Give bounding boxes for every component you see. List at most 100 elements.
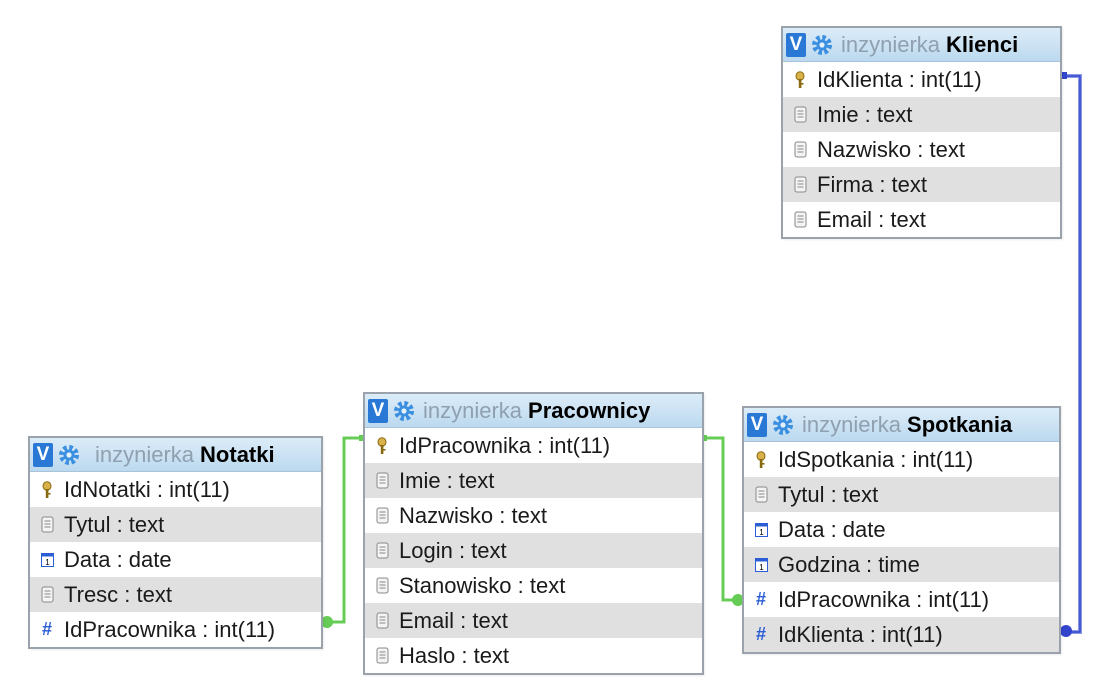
column-row[interactable]: Imie : text	[783, 97, 1060, 132]
table-spotkania[interactable]: V inzynierka Spotkania IdSpotkania : int…	[742, 406, 1061, 654]
text-column-icon	[375, 507, 389, 525]
primary-key-icon	[754, 450, 768, 469]
column-label: Imie : text	[817, 101, 913, 127]
date-column-icon: 1	[754, 556, 768, 574]
text-column-icon	[375, 472, 389, 490]
column-row[interactable]: 1 Data : date	[30, 542, 321, 577]
column-row[interactable]: Firma : text	[783, 167, 1060, 202]
table-klienci[interactable]: V inzynierka Klienci IdKlienta : int(11)…	[781, 26, 1062, 239]
primary-key-icon	[375, 436, 389, 455]
toggle-button[interactable]: V	[368, 398, 388, 423]
svg-text:1: 1	[759, 563, 764, 572]
text-column-icon	[40, 516, 54, 534]
column-label: Nazwisko : text	[817, 136, 965, 162]
column-row[interactable]: # IdPracownika : int(11)	[30, 612, 321, 647]
relation-endpoint-spotkania-klient	[1060, 625, 1072, 637]
gear-icon[interactable]	[57, 442, 83, 468]
date-column-icon: 1	[40, 551, 54, 569]
database-name: inzynierka	[802, 411, 902, 437]
numeric-column-icon: #	[41, 619, 52, 639]
column-label: Godzina : time	[778, 551, 920, 577]
column-label: IdPracownika : int(11)	[399, 432, 611, 458]
column-row[interactable]: Tresc : text	[30, 577, 321, 612]
column-row[interactable]: Tytul : text	[30, 507, 321, 542]
column-row[interactable]: 1 Data : date	[744, 512, 1059, 547]
toggle-button[interactable]: V	[747, 412, 767, 437]
column-label: IdPracownika : int(11)	[778, 586, 990, 612]
text-column-icon	[375, 612, 389, 630]
column-label: IdNotatki : int(11)	[64, 476, 230, 502]
column-label: Firma : text	[817, 171, 928, 197]
column-row[interactable]: Tytul : text	[744, 477, 1059, 512]
relation-endpoint-spotkania-pracownik	[732, 594, 744, 606]
table-header[interactable]: V inzynierka Pracownicy	[365, 394, 702, 428]
column-label: IdKlienta : int(11)	[817, 66, 982, 92]
table-name[interactable]: Notatki	[200, 441, 275, 467]
column-row[interactable]: IdNotatki : int(11)	[30, 472, 321, 507]
column-row[interactable]: Nazwisko : text	[365, 498, 702, 533]
svg-text:1: 1	[45, 558, 50, 567]
table-notatki[interactable]: V inzynierka Notatki IdNotatki : int(11)…	[28, 436, 323, 649]
column-row[interactable]: Email : text	[783, 202, 1060, 237]
gear-icon[interactable]	[771, 412, 797, 438]
column-label: Imie : text	[399, 467, 495, 493]
text-column-icon	[793, 211, 807, 229]
column-row[interactable]: 1 Godzina : time	[744, 547, 1059, 582]
numeric-column-icon: #	[755, 589, 766, 609]
table-pracownicy[interactable]: V inzynierka Pracownicy IdPracownika : i…	[363, 392, 704, 675]
table-header[interactable]: V inzynierka Spotkania	[744, 408, 1059, 442]
text-column-icon	[793, 176, 807, 194]
column-label: Tytul : text	[64, 511, 165, 537]
relation-notatki-pracownicy	[323, 436, 363, 624]
column-row[interactable]: Haslo : text	[365, 638, 702, 673]
relation-endpoint-pracownicy-right	[702, 435, 707, 441]
relation-endpoint-klienci	[1061, 72, 1067, 79]
column-label: Email : text	[817, 206, 926, 232]
column-row[interactable]: # IdPracownika : int(11)	[744, 582, 1059, 617]
column-row[interactable]: Email : text	[365, 603, 702, 638]
column-row[interactable]: Stanowisko : text	[365, 568, 702, 603]
column-label: Email : text	[399, 607, 508, 633]
date-column-icon: 1	[754, 521, 768, 539]
text-column-icon	[375, 542, 389, 560]
column-row[interactable]: IdKlienta : int(11)	[783, 62, 1060, 97]
column-label: Data : date	[778, 516, 886, 542]
column-label: Data : date	[64, 546, 172, 572]
toggle-button[interactable]: V	[786, 32, 806, 57]
text-column-icon	[793, 106, 807, 124]
column-label: Tytul : text	[778, 481, 879, 507]
table-header[interactable]: V inzynierka Notatki	[30, 438, 321, 472]
column-label: IdKlienta : int(11)	[778, 621, 943, 647]
relation-spotkania-pracownicy	[703, 436, 742, 602]
svg-text:1: 1	[759, 528, 764, 537]
column-row[interactable]: Imie : text	[365, 463, 702, 498]
database-name: inzynierka	[95, 441, 195, 467]
relation-endpoint-pracownicy-left	[359, 435, 364, 441]
gear-icon[interactable]	[392, 398, 418, 424]
primary-key-icon	[40, 480, 54, 499]
toggle-button[interactable]: V	[33, 442, 53, 467]
column-label: IdPracownika : int(11)	[64, 616, 276, 642]
relation-endpoint-notatki	[321, 616, 333, 628]
column-row[interactable]: Nazwisko : text	[783, 132, 1060, 167]
column-row[interactable]: Login : text	[365, 533, 702, 568]
text-column-icon	[375, 647, 389, 665]
numeric-column-icon: #	[755, 624, 766, 644]
column-row[interactable]: IdSpotkania : int(11)	[744, 442, 1059, 477]
text-column-icon	[375, 577, 389, 595]
table-name[interactable]: Klienci	[946, 31, 1019, 57]
column-row[interactable]: IdPracownika : int(11)	[365, 428, 702, 463]
table-header[interactable]: V inzynierka Klienci	[783, 28, 1060, 62]
gear-icon[interactable]	[810, 32, 836, 58]
text-column-icon	[40, 586, 54, 604]
table-name[interactable]: Pracownicy	[528, 397, 651, 423]
column-label: Login : text	[399, 537, 507, 563]
primary-key-icon	[793, 70, 807, 89]
database-name: inzynierka	[423, 397, 523, 423]
column-label: Tresc : text	[64, 581, 172, 607]
column-label: Nazwisko : text	[399, 502, 547, 528]
column-label: Haslo : text	[399, 642, 510, 668]
column-row[interactable]: # IdKlienta : int(11)	[744, 617, 1059, 652]
table-name[interactable]: Spotkania	[907, 411, 1013, 437]
